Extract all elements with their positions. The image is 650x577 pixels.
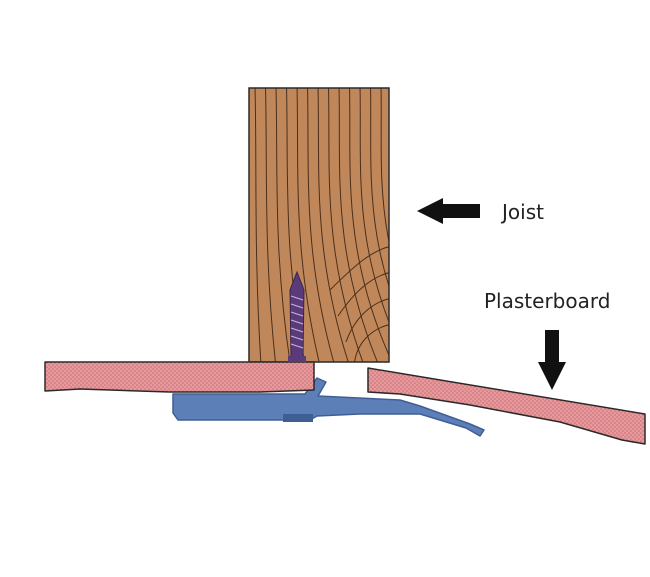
- wood-grain-line: [328, 88, 364, 362]
- wood-grain-line: [380, 88, 389, 245]
- wood-grain-line: [345, 298, 389, 343]
- joist-body: [249, 88, 389, 362]
- wood-grain-line: [317, 88, 349, 362]
- wood-grain-line: [329, 246, 389, 291]
- joist: [248, 87, 390, 363]
- screw-shank: [289, 270, 305, 359]
- arrow-down-icon: [538, 330, 566, 390]
- wood-grain-line: [338, 88, 378, 362]
- arrow-left-icon: [417, 198, 480, 224]
- plasterboard-label: Plasterboard: [484, 289, 610, 313]
- joist-wood-grain: [254, 88, 389, 362]
- wood-grain-line: [254, 88, 262, 362]
- joist-label: Joist: [500, 200, 544, 224]
- wood-grain-line: [349, 88, 389, 357]
- wood-grain-line: [359, 88, 389, 324]
- wood-grain-line: [296, 88, 320, 362]
- bracket-clip: [283, 414, 313, 422]
- plasterboard-bracket: [172, 377, 485, 437]
- plasterboard-left: [44, 361, 315, 393]
- joist-outline: [248, 87, 390, 363]
- wood-grain-line: [275, 88, 291, 362]
- wood-grain-line: [370, 88, 389, 289]
- plasterboard-right: [367, 367, 646, 445]
- screw-head: [288, 356, 306, 362]
- wood-grain-line: [337, 272, 389, 317]
- wood-grain-line: [307, 88, 335, 362]
- wood-grain-line: [265, 88, 276, 362]
- screw-icon: [288, 270, 306, 362]
